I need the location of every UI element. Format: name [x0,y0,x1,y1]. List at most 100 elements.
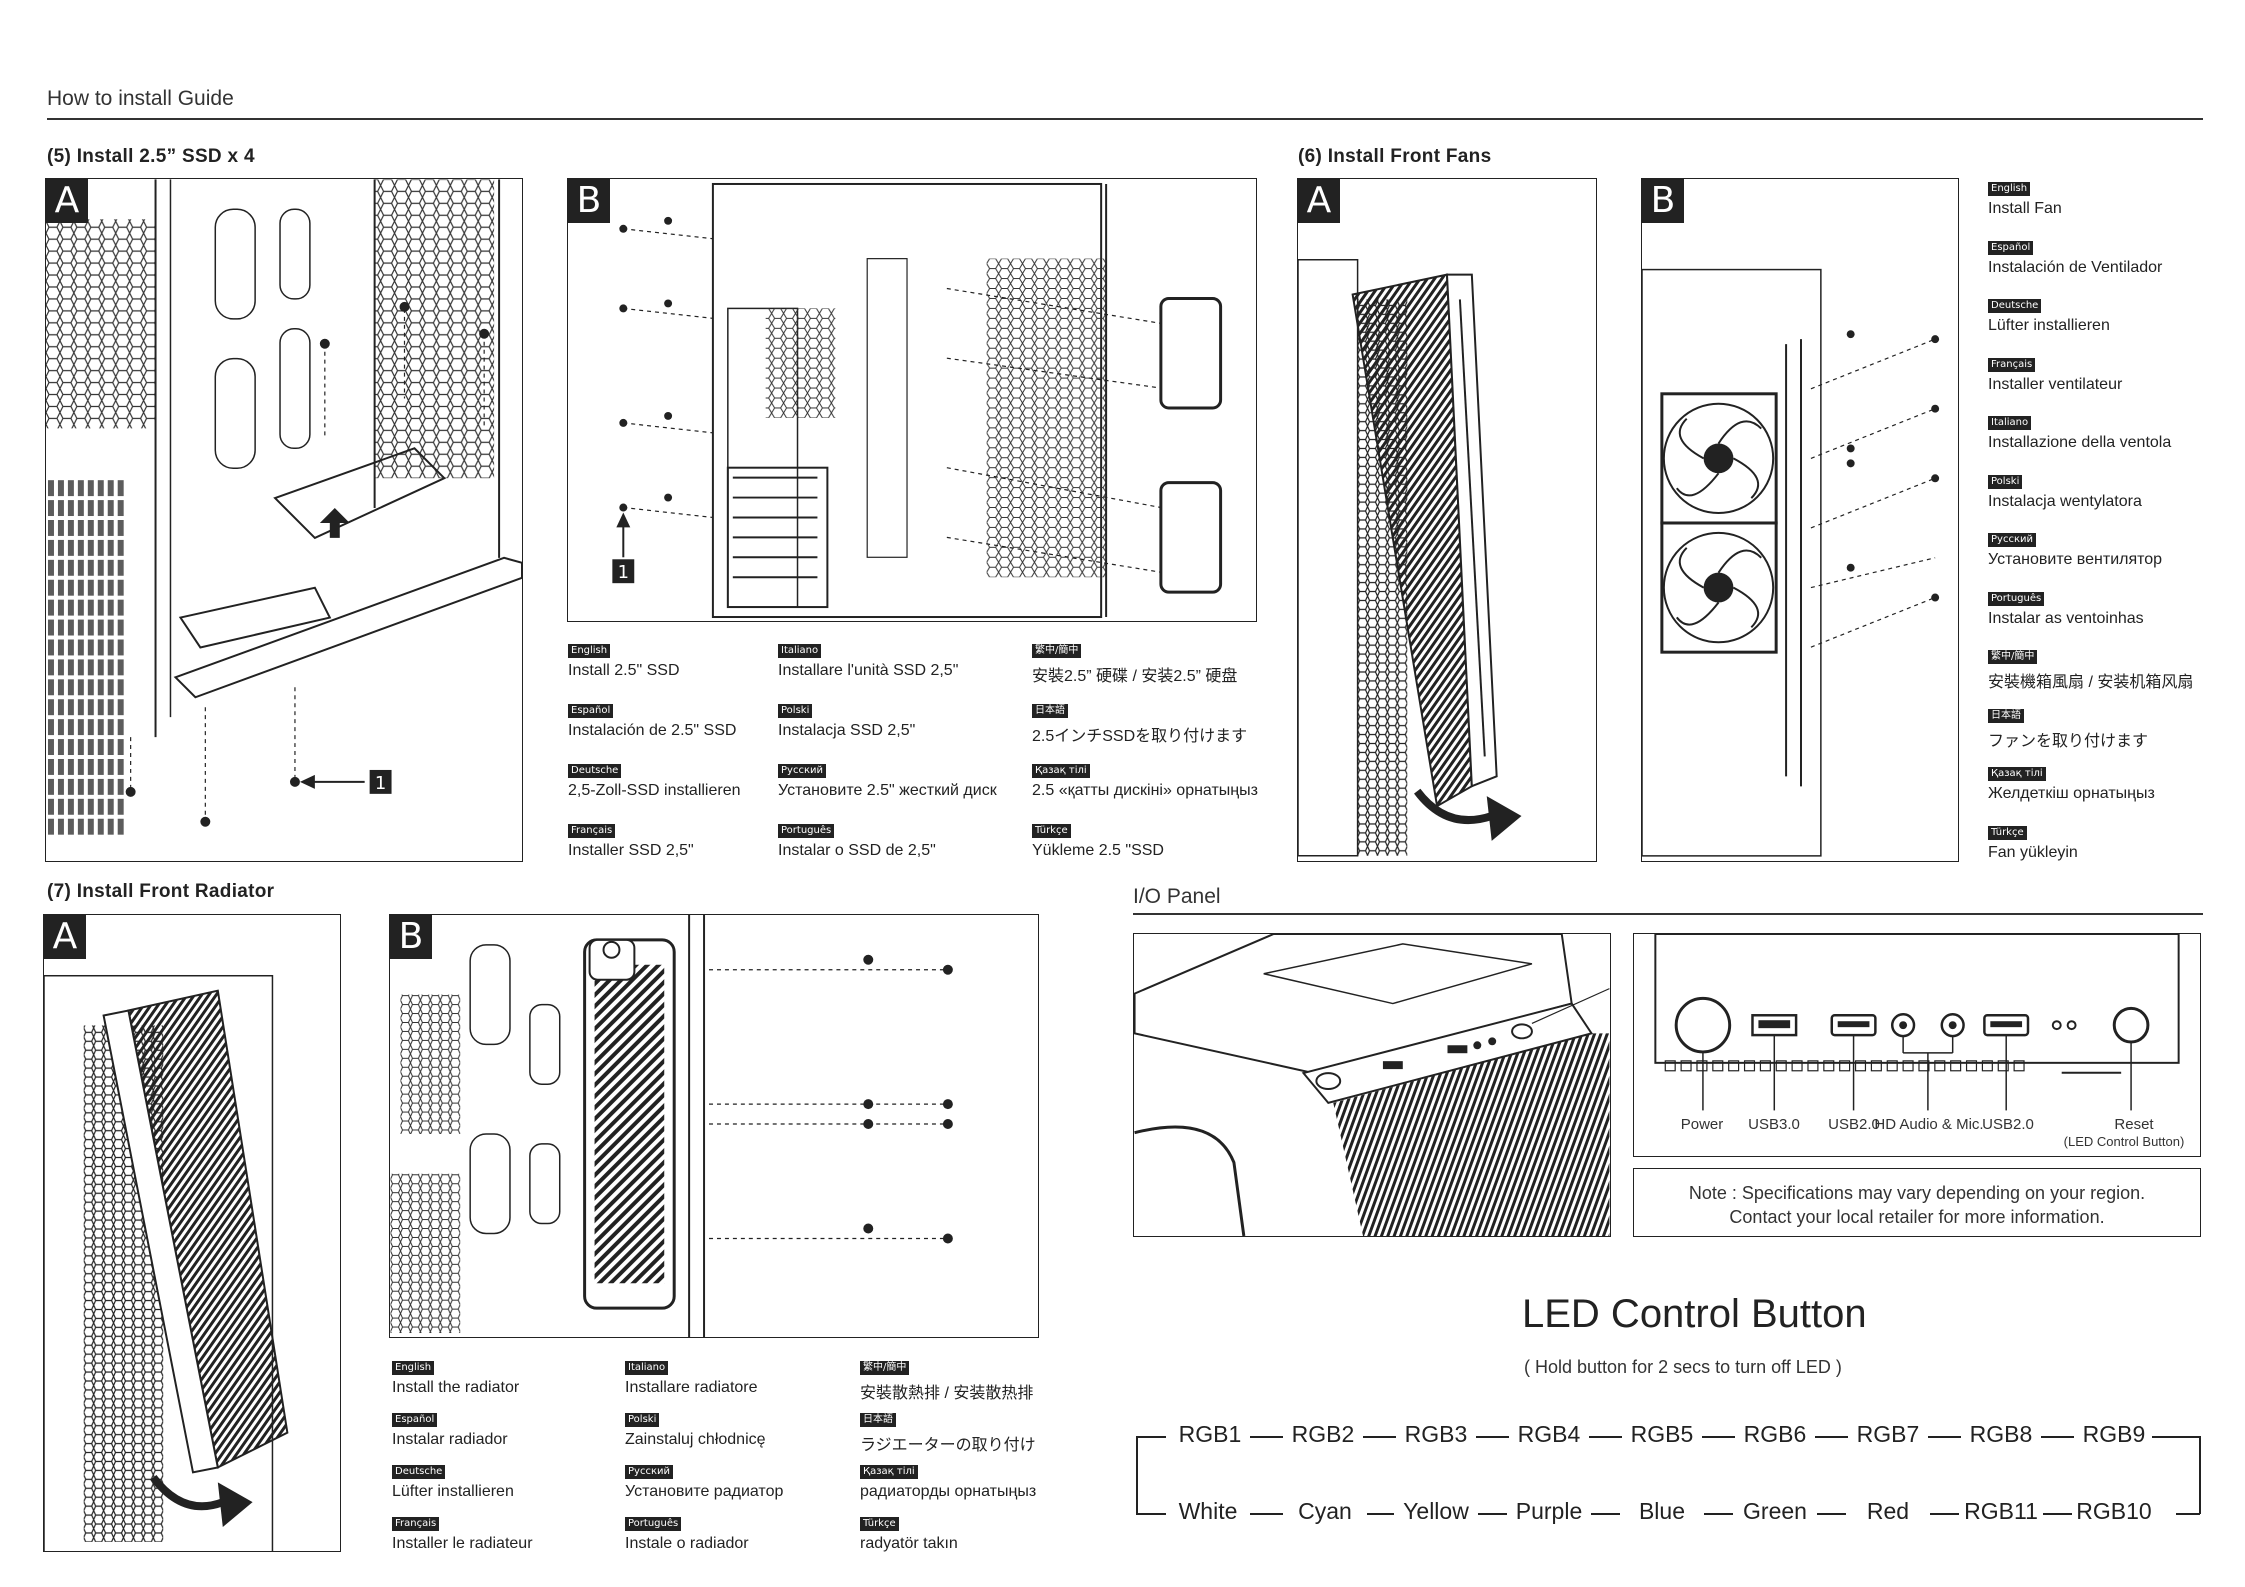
instruction-text: 2.5 «қатты дискіні» орнатыңыз [1032,782,1258,799]
led-step-rgb: RGB1 [1178,1421,1242,1447]
ssd-lang-item: 繁中/簡中安裝2.5” 硬碟 / 安装2.5” 硬盘 [1032,640,1237,686]
led-step-rgb: RGB2 [1291,1421,1355,1447]
section-title-radiator: (7) Install Front Radiator [47,881,275,902]
guide-title: How to install Guide [47,87,234,110]
led-step-color: Red [1866,1498,1910,1524]
instruction-text: Instalacja wentylatora [1988,492,2142,510]
language-tag: Français [568,824,616,838]
radiator-mount-illustration [390,915,953,1337]
language-tag: Italiano [1988,416,2032,430]
panel-tag-b: B [390,915,432,959]
led-connector [1589,1436,1622,1438]
instruction-text: Fan yükleyin [1988,843,2078,861]
language-tag: Italiano [778,644,822,658]
led-step-color: Green [1743,1498,1807,1524]
led-connector [1136,1436,1166,1438]
fan-lang-item: 繁中/簡中安裝機箱風扇 / 安装机箱风扇 [1988,646,2193,692]
io-divider [1133,913,2203,915]
instruction-text: 安裝2.5” 硬碟 / 安装2.5” 硬盘 [1032,668,1238,685]
led-connector [2041,1436,2074,1438]
instruction-text: Installer le radiateur [392,1535,533,1552]
language-tag: 繁中/簡中 [1032,644,1082,658]
language-tag: Қазақ тілі [1988,767,2046,781]
led-connector [1702,1436,1735,1438]
led-step-color: Cyan [1298,1498,1352,1524]
instruction-text: ファンを取り付けます [1988,732,2149,750]
instruction-text: Install Fan [1988,200,2062,217]
io-panel-perspective [1133,933,1611,1237]
fan-lang-item: 日本語ファンを取り付けます [1988,705,2148,751]
language-tag: Italiano [625,1361,669,1375]
led-step-color: Yellow [1403,1498,1469,1524]
language-tag: Português [625,1517,682,1531]
language-tag: 繁中/簡中 [860,1361,910,1375]
led-step-rgb: RGB5 [1630,1421,1694,1447]
instruction-text: Zainstaluj chłodnicę [625,1431,766,1448]
instruction-text: Installer ventilateur [1988,375,2123,393]
front-fans-illustration [1642,268,1940,857]
led-step-rgb: RGB6 [1743,1421,1807,1447]
led-connector [1815,1436,1848,1438]
led-step-rgb: RGB4 [1517,1421,1581,1447]
io-label-reset: Reset [2114,1116,2154,1133]
panel-tag-a: A [44,915,86,959]
section-title-ssd: (5) Install 2.5” SSD x 4 [47,146,255,167]
fans-panel-b: B [1641,178,1959,862]
instruction-text: 安裝機箱風扇 / 安装机箱风扇 [1988,674,2194,691]
language-tag: Русский [1988,533,2036,547]
led-connector [1930,1513,1959,1515]
language-tag: English [1988,182,2031,196]
led-connector [1476,1436,1509,1438]
led-connector [1817,1513,1846,1515]
instruction-text: Install 2.5" SSD [568,662,680,679]
panel-tag-b: B [1642,179,1684,223]
language-tag: Polski [778,704,813,718]
instruction-text: Instalar radiador [392,1431,508,1448]
io-label-reset-sub: (LED Control Button) [2063,1134,2185,1149]
language-tag: Español [392,1413,438,1427]
ssd-lang-item: 日本語 2.5インチSSDを取り付けます [1032,700,1247,746]
language-tag: 日本語 [1032,704,1068,718]
radiator-lang-item: 日本語ラジエーターの取り付け [860,1409,1036,1455]
instruction-text: Lüfter installieren [392,1483,514,1500]
instruction-text: Желдеткіш орнатыңыз [1988,785,2155,802]
ssd-panel-a: 1 A [45,178,523,862]
led-step-rgb: RGB3 [1404,1421,1468,1447]
instruction-text: Установите 2.5" жесткий диск [778,782,997,799]
led-connector [1367,1513,1394,1515]
language-tag: Français [1988,357,2036,372]
io-label-usb30: USB3.0 [1748,1116,1800,1133]
language-tag: Français [392,1517,440,1531]
led-cycle-left-bracket [1136,1436,1138,1514]
instruction-text: Install the radiator [392,1379,520,1396]
ssd-panel-b: 1 B [567,178,1257,622]
instruction-text: Installare l'unità SSD 2,5" [778,662,959,679]
panel-tag-a: A [1298,179,1340,223]
led-step-color: Blue [1638,1498,1686,1524]
instruction-text: 2.5インチSSDを取り付けます [1032,728,1248,745]
led-step-rgb: RGB8 [1969,1421,2033,1447]
section-title-fans: (6) Install Front Fans [1298,146,1492,167]
io-ports-illustration [1654,934,2180,1111]
panel-tag-a: A [46,179,88,223]
led-connector [2152,1436,2200,1438]
instruction-text: Установите вентилятор [1988,551,2163,568]
